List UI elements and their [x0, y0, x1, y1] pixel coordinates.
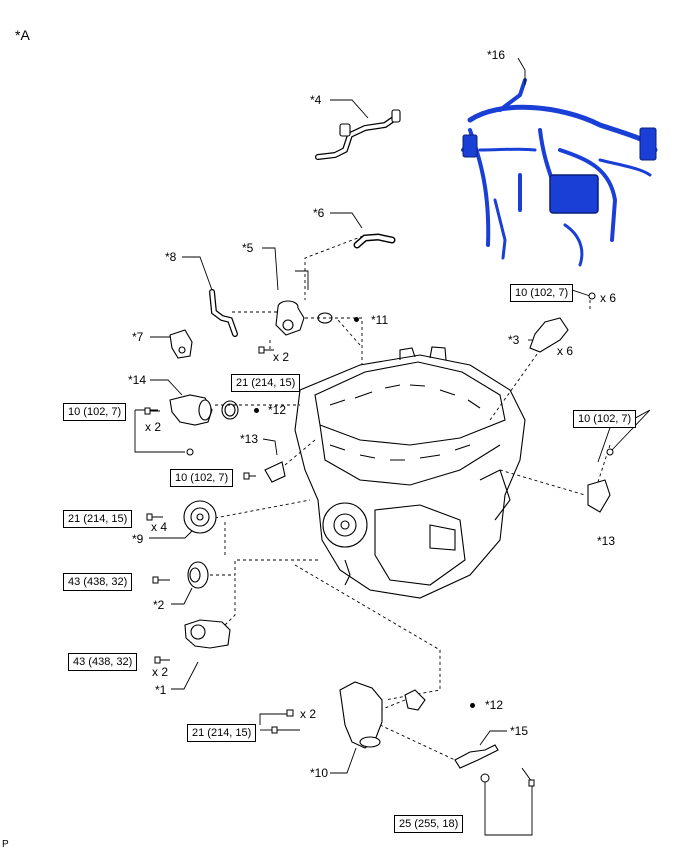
callout-13a: *13 — [240, 432, 259, 446]
gasket-12b-part — [404, 689, 426, 711]
callout-4: *4 — [310, 93, 322, 107]
water-bypass-hose-part — [315, 109, 401, 160]
bracket-13-right-part — [587, 479, 611, 513]
torque-protector: 10 (102, 7) — [170, 469, 234, 487]
torque-oil-cooler: 21 (214, 15) — [187, 724, 257, 742]
water-hose-6-part — [353, 233, 396, 249]
qty-water-inlet: x 2 — [145, 420, 162, 434]
qty-crank-pulley: x 4 — [151, 520, 168, 534]
hose-8-part — [209, 289, 238, 337]
torque-bracket-15: 25 (255, 18) — [394, 815, 464, 833]
qty-water-outlet: x 2 — [273, 350, 290, 364]
water-inlet-14-part — [169, 394, 213, 426]
qty-ignition-coil: x 6 — [557, 344, 574, 358]
water-outlet-part — [275, 300, 305, 336]
callout-3: *3 — [508, 333, 520, 347]
qty-oil-cooler: x 2 — [300, 707, 317, 721]
callout-9: *9 — [132, 532, 144, 546]
callout-11: *11 — [371, 313, 389, 327]
ecu-block — [549, 174, 599, 214]
torque-idler-pulley: 43 (438, 32) — [63, 573, 133, 591]
gasket-12-part — [221, 400, 239, 420]
protector-13-part — [264, 461, 286, 483]
callout-13b: *13 — [597, 534, 616, 548]
no-reuse-dot-12a — [254, 408, 259, 413]
footer-label: P — [2, 839, 9, 850]
idler-pulley-2-part — [187, 561, 209, 589]
no-reuse-dot-12b — [470, 703, 475, 708]
callout-8: *8 — [165, 250, 177, 264]
bracket-15-part — [454, 744, 499, 769]
crank-pulley-9-part — [183, 500, 217, 534]
callout-5: *5 — [242, 241, 254, 255]
bolt-markers — [144, 292, 614, 787]
tensioner-1-part — [184, 619, 231, 649]
callout-6: *6 — [313, 206, 325, 220]
water-inlet-pipe-7-part — [169, 329, 193, 359]
callout-2: *2 — [153, 598, 165, 612]
qty-tensioner: x 2 — [152, 665, 169, 679]
callout-7: *7 — [132, 330, 144, 344]
callout-16: *16 — [487, 48, 506, 62]
callout-12b: *12 — [485, 698, 504, 712]
callout-10: *10 — [310, 766, 329, 780]
torque-crank-pulley: 21 (214, 15) — [63, 510, 133, 528]
callout-1: *1 — [155, 683, 167, 697]
torque-water-outlet: 21 (214, 15) — [231, 374, 301, 392]
oil-cooler-10-part — [339, 681, 383, 749]
wire-harness-part — [461, 78, 658, 267]
torque-tensioner: 43 (438, 32) — [68, 653, 138, 671]
callout-12a: *12 — [268, 403, 287, 417]
torque-water-inlet: 10 (102, 7) — [63, 403, 127, 421]
torque-bracket-right: 10 (102, 7) — [573, 410, 637, 428]
no-reuse-dot-11 — [354, 317, 359, 322]
oring-11-part — [317, 312, 333, 324]
callout-15: *15 — [510, 724, 529, 738]
engine-block — [294, 346, 526, 599]
callout-14: *14 — [128, 373, 147, 387]
view-label: *A — [15, 27, 30, 43]
ignition-coil-3-part — [529, 317, 569, 353]
torque-ignition-coil: 10 (102, 7) — [510, 284, 574, 302]
qty-ignition-bolt: x 6 — [600, 291, 617, 305]
